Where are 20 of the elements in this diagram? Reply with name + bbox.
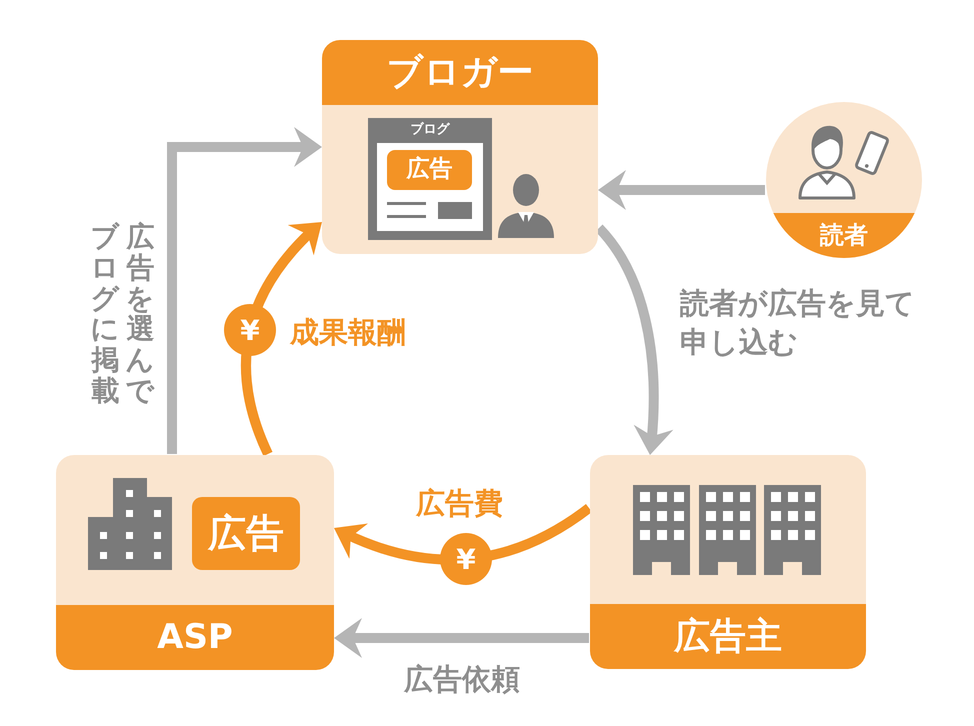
edge-label: 広告を選んでブログに掲載 bbox=[90, 222, 154, 407]
role-card bbox=[322, 40, 598, 254]
reader-circle bbox=[766, 102, 922, 258]
role-card bbox=[590, 455, 866, 669]
card-title: ブロガー bbox=[386, 52, 534, 94]
arrow bbox=[167, 127, 322, 454]
circle-label: 読者 bbox=[820, 222, 868, 250]
role-card bbox=[56, 455, 334, 670]
tag-text: 広告 bbox=[406, 157, 452, 183]
arrow bbox=[334, 618, 589, 658]
window-title: ブログ bbox=[410, 123, 450, 138]
tag-text: 広告 bbox=[208, 512, 284, 554]
ad-tag bbox=[192, 497, 300, 570]
card-title: ASP bbox=[157, 618, 233, 658]
yen-coin: ¥ bbox=[440, 533, 492, 585]
browser-window bbox=[368, 118, 492, 240]
arrow bbox=[598, 170, 765, 210]
yen-coin: ¥ bbox=[224, 304, 276, 356]
ad-tag bbox=[387, 150, 472, 190]
card-title: 広告主 bbox=[674, 616, 782, 658]
